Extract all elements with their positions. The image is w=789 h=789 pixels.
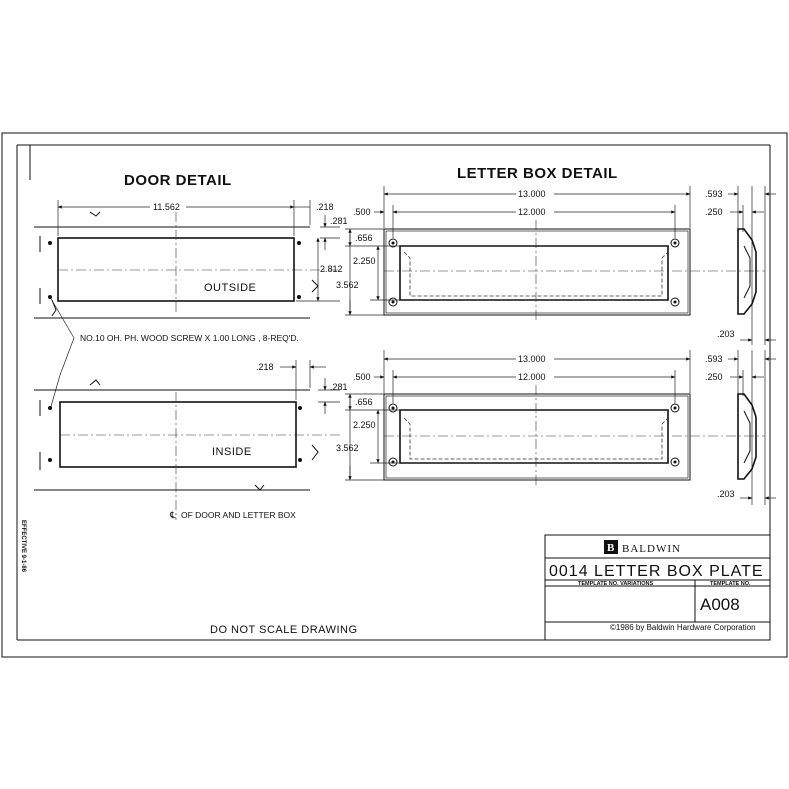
letter-box-overall-dim: 13.000: [518, 189, 546, 199]
letter-box-bottom-view: 13.000 12.000 .500 .656 2.250 3.562: [336, 350, 765, 485]
screw-hole: [48, 458, 52, 462]
outside-label: OUTSIDE: [204, 282, 256, 294]
door-height-dim: 2.812: [320, 264, 343, 274]
product-title: 0014 LETTER BOX PLATE: [549, 563, 764, 580]
effective-note: EFFECTIVE 9-1-86: [20, 520, 26, 573]
screw-boss: [670, 457, 680, 467]
svg-text:B: B: [607, 542, 615, 554]
letter-box-inner-dim: 12.000: [518, 207, 546, 217]
profile-top-dim: .593: [705, 354, 723, 364]
letter-box-top-view: 13.000 12.000 .500 .656 2.250 3.562: [336, 186, 765, 320]
door-width-dim: 11.562: [153, 202, 180, 212]
template-no-label: TEMPLATE NO.: [710, 581, 751, 587]
letter-box-inset-dim: .656: [355, 397, 373, 407]
brand-name: BALDWIN: [622, 543, 681, 555]
profile-mid-dim: .250: [705, 207, 723, 217]
screw-boss: [670, 297, 680, 307]
baldwin-logo-mark: [604, 540, 618, 554]
centerline-note: OF DOOR AND LETTER BOX: [181, 510, 296, 520]
screw-hole: [298, 458, 302, 462]
screw-boss: [388, 403, 398, 413]
copyright: ©1986 by Baldwin Hardware Corporation: [610, 623, 756, 632]
door-bottom-offset-dim: .281: [330, 382, 348, 392]
variations-label: TEMPLATE NO. VARIATIONS: [578, 581, 653, 587]
inside-cutout: [59, 401, 297, 468]
letter-box-overall-height-dim: 3.562: [336, 443, 359, 453]
screw-hole: [297, 295, 301, 299]
screw-boss: [670, 238, 680, 248]
door-detail-heading: DOOR DETAIL: [124, 172, 232, 189]
screw-boss: [388, 457, 398, 467]
sheet-outer-border: [1, 132, 788, 658]
template-no: A008: [700, 595, 740, 614]
screw-note: NO.10 OH. PH. WOOD SCREW X 1.00 LONG , 8…: [80, 333, 299, 343]
letter-box-bottom-profile: .593 .250 .203: [705, 350, 776, 505]
inside-label: INSIDE: [212, 446, 252, 458]
door-outside-view: OUTSIDE 11.562 .218 .281 2.812: [34, 200, 348, 319]
do-not-scale-note: DO NOT SCALE DRAWING: [210, 624, 358, 636]
profile-bottom-dim: .203: [717, 489, 735, 499]
letter-box-bottom-plate: [383, 393, 691, 481]
letter-box-top-plate: [383, 228, 691, 316]
door-edge-dim-top: .218: [316, 202, 334, 212]
letter-box-edge-dim: .500: [353, 207, 371, 217]
letter-box-inner-height-dim: 2.250: [353, 420, 376, 430]
profile-bottom-dim: .203: [717, 329, 735, 339]
title-block: B BALDWIN 0014 LETTER BOX PLATE TEMPLATE…: [544, 534, 771, 641]
letter-box-top-profile: .593 .250 .203: [705, 186, 776, 345]
letter-box-bottom-opening: [399, 409, 669, 464]
profile-mid-dim: .250: [705, 372, 723, 382]
letter-box-overall-height-dim: 3.562: [336, 280, 359, 290]
door-edge-dim-bottom: .218: [256, 362, 274, 372]
screw-hole: [48, 241, 52, 245]
letter-box-inner-dim: 12.000: [518, 372, 546, 382]
profile-top-dim: .593: [705, 189, 723, 199]
letter-box-detail-heading: LETTER BOX DETAIL: [457, 165, 618, 182]
screw-hole: [48, 406, 52, 410]
screw-hole: [298, 406, 302, 410]
letter-box-edge-dim: .500: [353, 372, 371, 382]
screw-boss: [670, 403, 680, 413]
letter-box-overall-dim: 13.000: [518, 354, 546, 364]
letter-box-inner-height-dim: 2.250: [353, 256, 376, 266]
screw-hole: [297, 241, 301, 245]
letter-box-inset-dim: .656: [355, 233, 373, 243]
screw-boss: [388, 238, 398, 248]
door-top-offset-dim: .281: [330, 216, 348, 226]
door-inside-view: INSIDE .218 .281: [34, 360, 348, 520]
centerline-symbol: ℄: [169, 510, 176, 520]
screw-boss: [388, 297, 398, 307]
letter-box-top-opening: [399, 245, 669, 301]
